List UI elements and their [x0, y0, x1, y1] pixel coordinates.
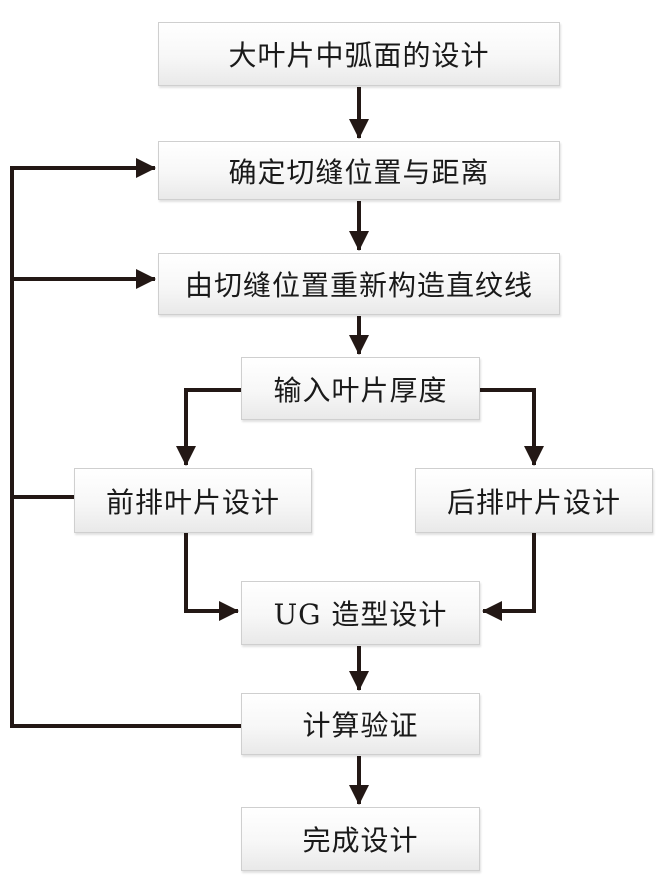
node-front-blade-design: 前排叶片设计 [74, 468, 312, 533]
feedback-verify-to-cut [10, 158, 241, 728]
node-label: 大叶片中弧面的设计 [228, 39, 490, 72]
arrow-thickness-to-front [176, 388, 241, 466]
node-design-complete: 完成设计 [241, 807, 480, 871]
node-label: 前排叶片设计 [105, 485, 280, 519]
node-label: 完成设计 [302, 824, 419, 857]
node-rear-blade-design: 后排叶片设计 [415, 468, 653, 533]
arrow-rear-to-ug [482, 533, 536, 621]
node-blade-arc-design: 大叶片中弧面的设计 [158, 22, 560, 86]
node-label: 确定切缝位置与距离 [228, 155, 490, 189]
node-reconstruct-ruled-lines: 由切缝位置重新构造直纹线 [158, 253, 560, 315]
node-label: 由切缝位置重新构造直纹线 [184, 269, 533, 302]
node-input-thickness: 输入叶片厚度 [241, 357, 480, 420]
arrow-front-to-ug [184, 533, 239, 621]
node-cut-seam-position: 确定切缝位置与距离 [158, 141, 560, 200]
arrow-thickness-to-rear [480, 388, 544, 466]
node-label: UG 造型设计 [273, 598, 448, 631]
node-label: 计算验证 [302, 709, 419, 742]
node-label: 输入叶片厚度 [273, 373, 448, 407]
node-label: 后排叶片设计 [446, 485, 621, 519]
node-calculation-verification: 计算验证 [241, 693, 480, 755]
node-ug-modeling-design: UG 造型设计 [241, 581, 480, 645]
